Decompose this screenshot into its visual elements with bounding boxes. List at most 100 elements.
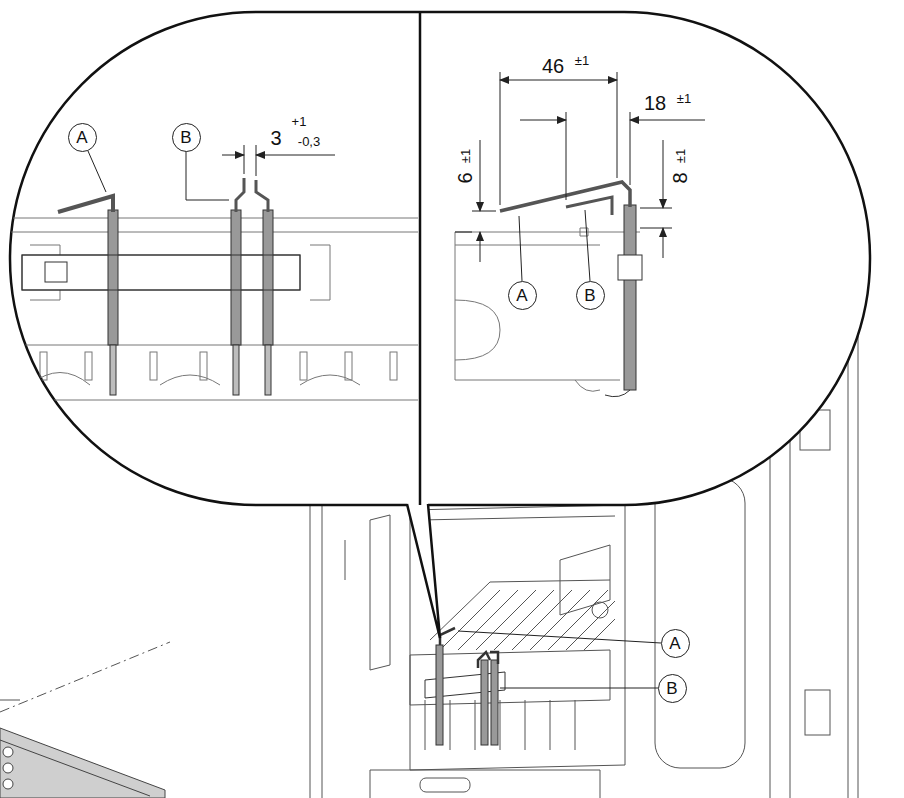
tolerance-value: +1 — [292, 115, 307, 128]
left-detail-part — [85, 352, 92, 380]
right-dimensions-part — [663, 228, 664, 258]
right-dimensions-part — [500, 80, 560, 81]
right-dimensions-part — [520, 120, 566, 121]
burner-tubes-part — [440, 590, 615, 650]
electrodes-part — [481, 660, 488, 745]
left-electrodes-part — [108, 210, 118, 345]
main-leaders — [458, 631, 661, 688]
right-detail — [455, 228, 640, 391]
callout-letter: A — [76, 129, 87, 146]
left-electrodes-part — [22, 255, 300, 290]
callout-letter: A — [669, 635, 680, 652]
right-electrode-part — [566, 197, 612, 215]
left-dimension — [222, 145, 335, 176]
electrodes-part — [491, 660, 498, 745]
tolerance-value: -0,3 — [298, 135, 320, 148]
right-detail-part — [455, 300, 500, 360]
boiler-housing-part — [370, 770, 600, 798]
right-leaders-part — [519, 216, 522, 281]
right-electrode-part — [624, 205, 636, 390]
left-dimension-part — [244, 145, 256, 176]
right-detail-part — [455, 232, 620, 380]
callout-circle: A — [68, 123, 97, 152]
right-dimensions-part — [480, 232, 481, 262]
left-leaders-part — [186, 151, 229, 200]
burner-tubes — [425, 580, 615, 750]
boiler-housing-part — [370, 515, 390, 670]
callout-letter: A — [516, 287, 527, 304]
callout-letter: B — [666, 680, 677, 697]
left-detail-part — [310, 245, 330, 300]
boiler-housing-part — [410, 505, 625, 770]
left-detail-part — [150, 352, 157, 380]
left-electrodes-part — [256, 180, 268, 212]
right-dimensions-part — [560, 80, 617, 81]
control-panel-part — [3, 747, 13, 757]
dimension-value: 18 — [644, 93, 666, 113]
callout-circle: B — [658, 674, 687, 703]
control-panel-part — [0, 740, 150, 796]
callout-circle: A — [508, 281, 537, 310]
dimension-value: 8 — [670, 172, 690, 183]
detail-bubble-part — [419, 12, 422, 505]
right-dimensions-part — [630, 120, 705, 121]
boiler-housing-part — [848, 322, 849, 798]
boiler-housing-part — [310, 505, 322, 798]
right-dimensions-part — [663, 140, 664, 208]
right-electrode-part — [605, 390, 630, 397]
left-detail-part — [390, 352, 397, 380]
left-dimension-part — [256, 155, 335, 156]
callout-circle: B — [172, 123, 201, 152]
right-electrode-part — [500, 182, 630, 211]
control-panel-part — [3, 779, 13, 789]
left-electrodes-part — [231, 210, 241, 345]
electrodes — [425, 628, 505, 745]
electrodes-part — [478, 652, 498, 668]
burner-tubes-part — [425, 700, 575, 750]
left-leaders — [88, 151, 229, 200]
left-detail-part — [10, 218, 418, 232]
right-electrode — [500, 182, 642, 397]
left-electrodes-part — [236, 178, 244, 212]
tolerance-value: ±1 — [575, 54, 589, 67]
right-electrode-part — [618, 255, 642, 280]
boiler-housing-part — [0, 700, 20, 701]
right-leaders — [519, 210, 590, 281]
burner-tubes-part — [430, 580, 610, 640]
left-electrodes — [22, 178, 300, 395]
left-electrodes-part — [58, 196, 113, 212]
right-detail-part — [575, 380, 600, 391]
right-dimensions-part — [640, 208, 672, 228]
dimension-value: 3 — [270, 128, 281, 148]
tolerance-value: ±1 — [674, 149, 687, 163]
control-panel-part — [3, 763, 13, 773]
left-detail-part — [300, 352, 307, 380]
dimension-value: 6 — [455, 172, 475, 183]
left-detail-part — [200, 352, 207, 380]
callout-letter: B — [584, 287, 595, 304]
detail-bubble-part — [407, 504, 440, 638]
left-detail-part — [30, 373, 360, 386]
callout-circle: B — [576, 281, 605, 310]
left-electrodes-part — [263, 210, 273, 345]
control-panel-part — [0, 728, 165, 798]
boiler-housing-part — [345, 540, 346, 580]
left-electrodes-part — [233, 345, 239, 395]
main-leaders-part — [458, 631, 661, 643]
left-electrodes-part — [22, 255, 300, 290]
electrodes-part — [440, 628, 455, 645]
left-detail — [10, 218, 418, 400]
detail-bubble-part — [10, 12, 870, 505]
left-detail-part — [10, 345, 418, 400]
right-detail-part — [455, 232, 640, 245]
right-dimensions-part — [455, 211, 496, 232]
control-panel — [0, 728, 165, 798]
dimension-value: 46 — [542, 56, 564, 76]
callout-circle: A — [661, 629, 690, 658]
left-detail-part — [345, 352, 352, 380]
left-dimension-part — [222, 155, 244, 156]
boiler-housing-part — [655, 478, 745, 768]
